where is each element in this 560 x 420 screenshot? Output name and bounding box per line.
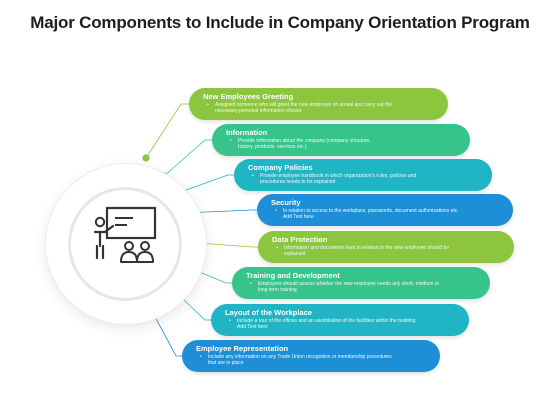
description-line: Information and documents kept in relati… [284, 245, 450, 251]
component-title: Data Protection [272, 235, 328, 244]
component-title: Information [226, 128, 268, 137]
component-description: In relation to access to the workplace, … [271, 208, 499, 221]
component-description: Provide employee handbook in which organ… [248, 173, 478, 186]
component-card: Employee RepresentationInclude any infor… [182, 340, 440, 372]
description-line: procedures needs to be explained [260, 179, 336, 186]
description-line: necessary personal information checks [215, 108, 302, 115]
description-line: Include a tour of the offices and an ass… [237, 318, 416, 324]
description-line: explained [284, 251, 306, 258]
description-line: Provide employee handbook in which organ… [260, 173, 417, 179]
component-title: Company Policies [248, 163, 313, 172]
component-title: Training and Development [246, 271, 340, 280]
connector-line [145, 103, 191, 159]
component-card: Data ProtectionInformation and documents… [258, 231, 514, 263]
component-card: New Employees GreetingAssigned someone w… [189, 88, 448, 120]
description-line: that are in place [208, 360, 244, 367]
connector-line [174, 174, 236, 195]
component-title: Layout of the Workplace [225, 308, 312, 317]
component-card: Training and DevelopmentEmployers should… [232, 267, 490, 299]
description-line: In relation to access to the workplace, … [283, 208, 459, 214]
connector-line [183, 209, 259, 214]
description-line: long term training [258, 287, 297, 294]
component-description: Provide information about the company (c… [226, 138, 456, 151]
connector-line [145, 299, 184, 357]
connector-dot [142, 154, 150, 162]
component-description: Assigned someone who will greet the new … [203, 102, 434, 115]
component-description: Include a tour of the offices and an ass… [225, 318, 455, 331]
component-card: Layout of the WorkplaceInclude a tour of… [211, 304, 469, 336]
component-card: InformationProvide information about the… [212, 124, 470, 156]
presentation-icon [93, 206, 157, 263]
component-description: Information and documents kept in relati… [272, 245, 500, 258]
description-line: history, products, services etc.) [238, 144, 307, 151]
component-card: Company PoliciesProvide employee handboo… [234, 159, 492, 191]
page-title: Major Components to Include in Company O… [30, 13, 530, 32]
description-line: Include any information on any Trade Uni… [208, 354, 392, 360]
component-title: New Employees Greeting [203, 92, 294, 101]
component-title: Security [271, 198, 301, 207]
description-line: Employers should assess whether the new … [258, 281, 440, 287]
description-line: Add Text here [237, 324, 268, 331]
component-card: SecurityIn relation to access to the wor… [257, 194, 513, 226]
component-title: Employee Representation [196, 344, 289, 353]
description-line: Add Text here [283, 214, 314, 221]
connector-line [184, 241, 260, 248]
description-line: Provide information about the company (c… [238, 138, 371, 144]
component-description: Include any information on any Trade Uni… [196, 354, 426, 367]
connector-line [163, 139, 214, 177]
component-description: Employers should assess whether the new … [246, 281, 476, 294]
description-line: Assigned someone who will greet the new … [215, 102, 393, 108]
